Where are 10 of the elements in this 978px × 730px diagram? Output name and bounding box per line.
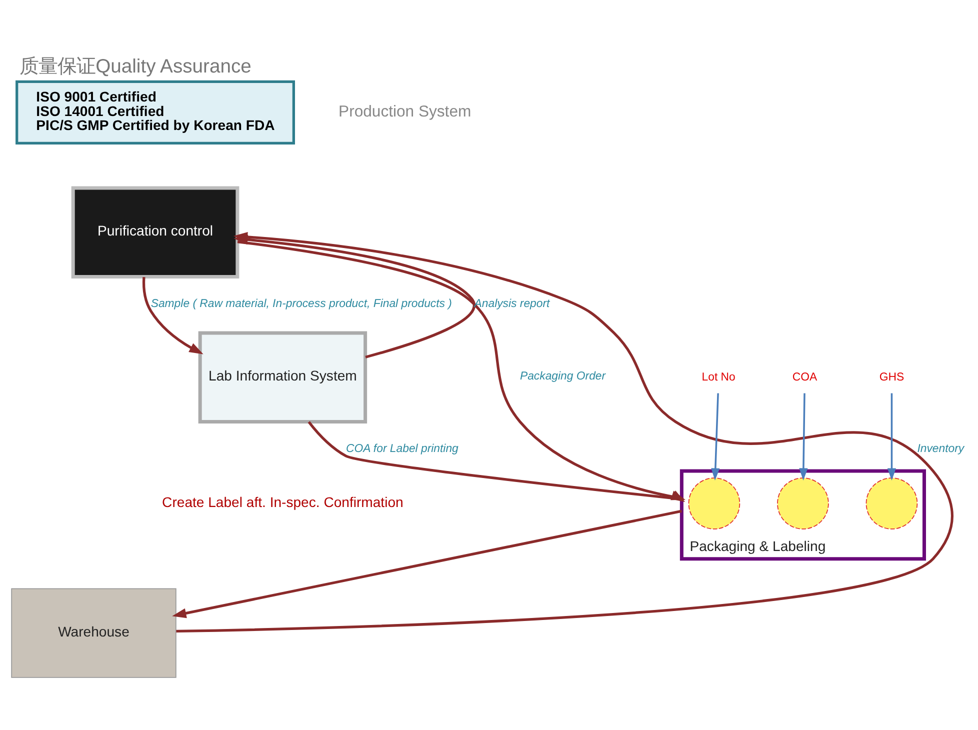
edge-label: Sample ( Raw material, In-process product, Final products ) bbox=[150, 297, 452, 310]
diagram-title: 质量保证Quality Assurance bbox=[20, 56, 252, 77]
edge-label: Inventory bbox=[917, 442, 964, 454]
node-text: COA bbox=[792, 370, 818, 383]
edge-label: Packaging Order bbox=[520, 370, 606, 382]
label: Production System bbox=[338, 102, 472, 120]
node-text: Lot No bbox=[702, 370, 736, 383]
label: Create Label aft. In-spec. Confirmation bbox=[162, 493, 404, 510]
edge-label: COA for Label printing bbox=[346, 442, 458, 454]
node-text: GHS bbox=[879, 370, 904, 383]
